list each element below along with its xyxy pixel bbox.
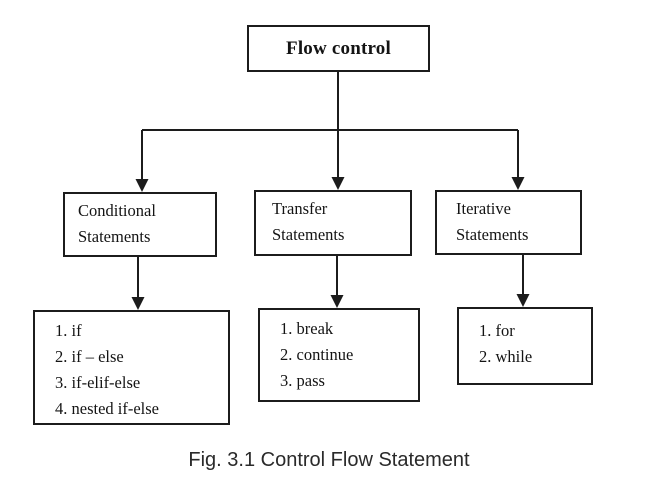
node-transfer-label-line1: Transfer [272, 199, 328, 218]
node-transfer-list: 1. break 2. continue 3. pass [258, 308, 420, 402]
node-transfer-label-line2: Statements [272, 225, 345, 244]
arrowhead-conditional [135, 179, 149, 192]
node-conditional-label-line2: Statements [78, 227, 151, 246]
arrowhead-transfer-list [330, 295, 344, 308]
node-iterative-list: 1. for 2. while [457, 307, 593, 385]
node-conditional-label-line1: Conditional [78, 201, 156, 220]
node-iterative-label-line1: Iterative [456, 199, 511, 218]
node-iterative-statements: Iterative Statements [435, 190, 582, 255]
list-item: 1. if [55, 321, 82, 340]
list-item: 3. if-elif-else [55, 373, 141, 392]
list-item: 2. continue [280, 345, 354, 364]
list-item: 3. pass [280, 371, 325, 390]
arrowhead-transfer [331, 177, 345, 190]
figure-caption: Fig. 3.1 Control Flow Statement [188, 449, 470, 471]
node-flow-control-label: Flow control [286, 37, 391, 59]
node-transfer-statements: Transfer Statements [254, 190, 412, 256]
node-conditional-list: 1. if 2. if – else 3. if-elif-else 4. ne… [33, 310, 230, 425]
arrowhead-iterative [511, 177, 525, 190]
list-item: 2. while [479, 347, 533, 366]
node-flow-control: Flow control [247, 25, 430, 72]
list-item: 2. if – else [55, 347, 124, 366]
arrowhead-conditional-list [131, 297, 145, 310]
node-iterative-label-line2: Statements [456, 225, 529, 244]
node-conditional-statements: Conditional Statements [63, 192, 217, 257]
list-item: 1. break [280, 319, 334, 338]
list-item: 4. nested if-else [55, 399, 160, 418]
arrowhead-iterative-list [516, 294, 530, 307]
list-item: 1. for [479, 321, 515, 340]
